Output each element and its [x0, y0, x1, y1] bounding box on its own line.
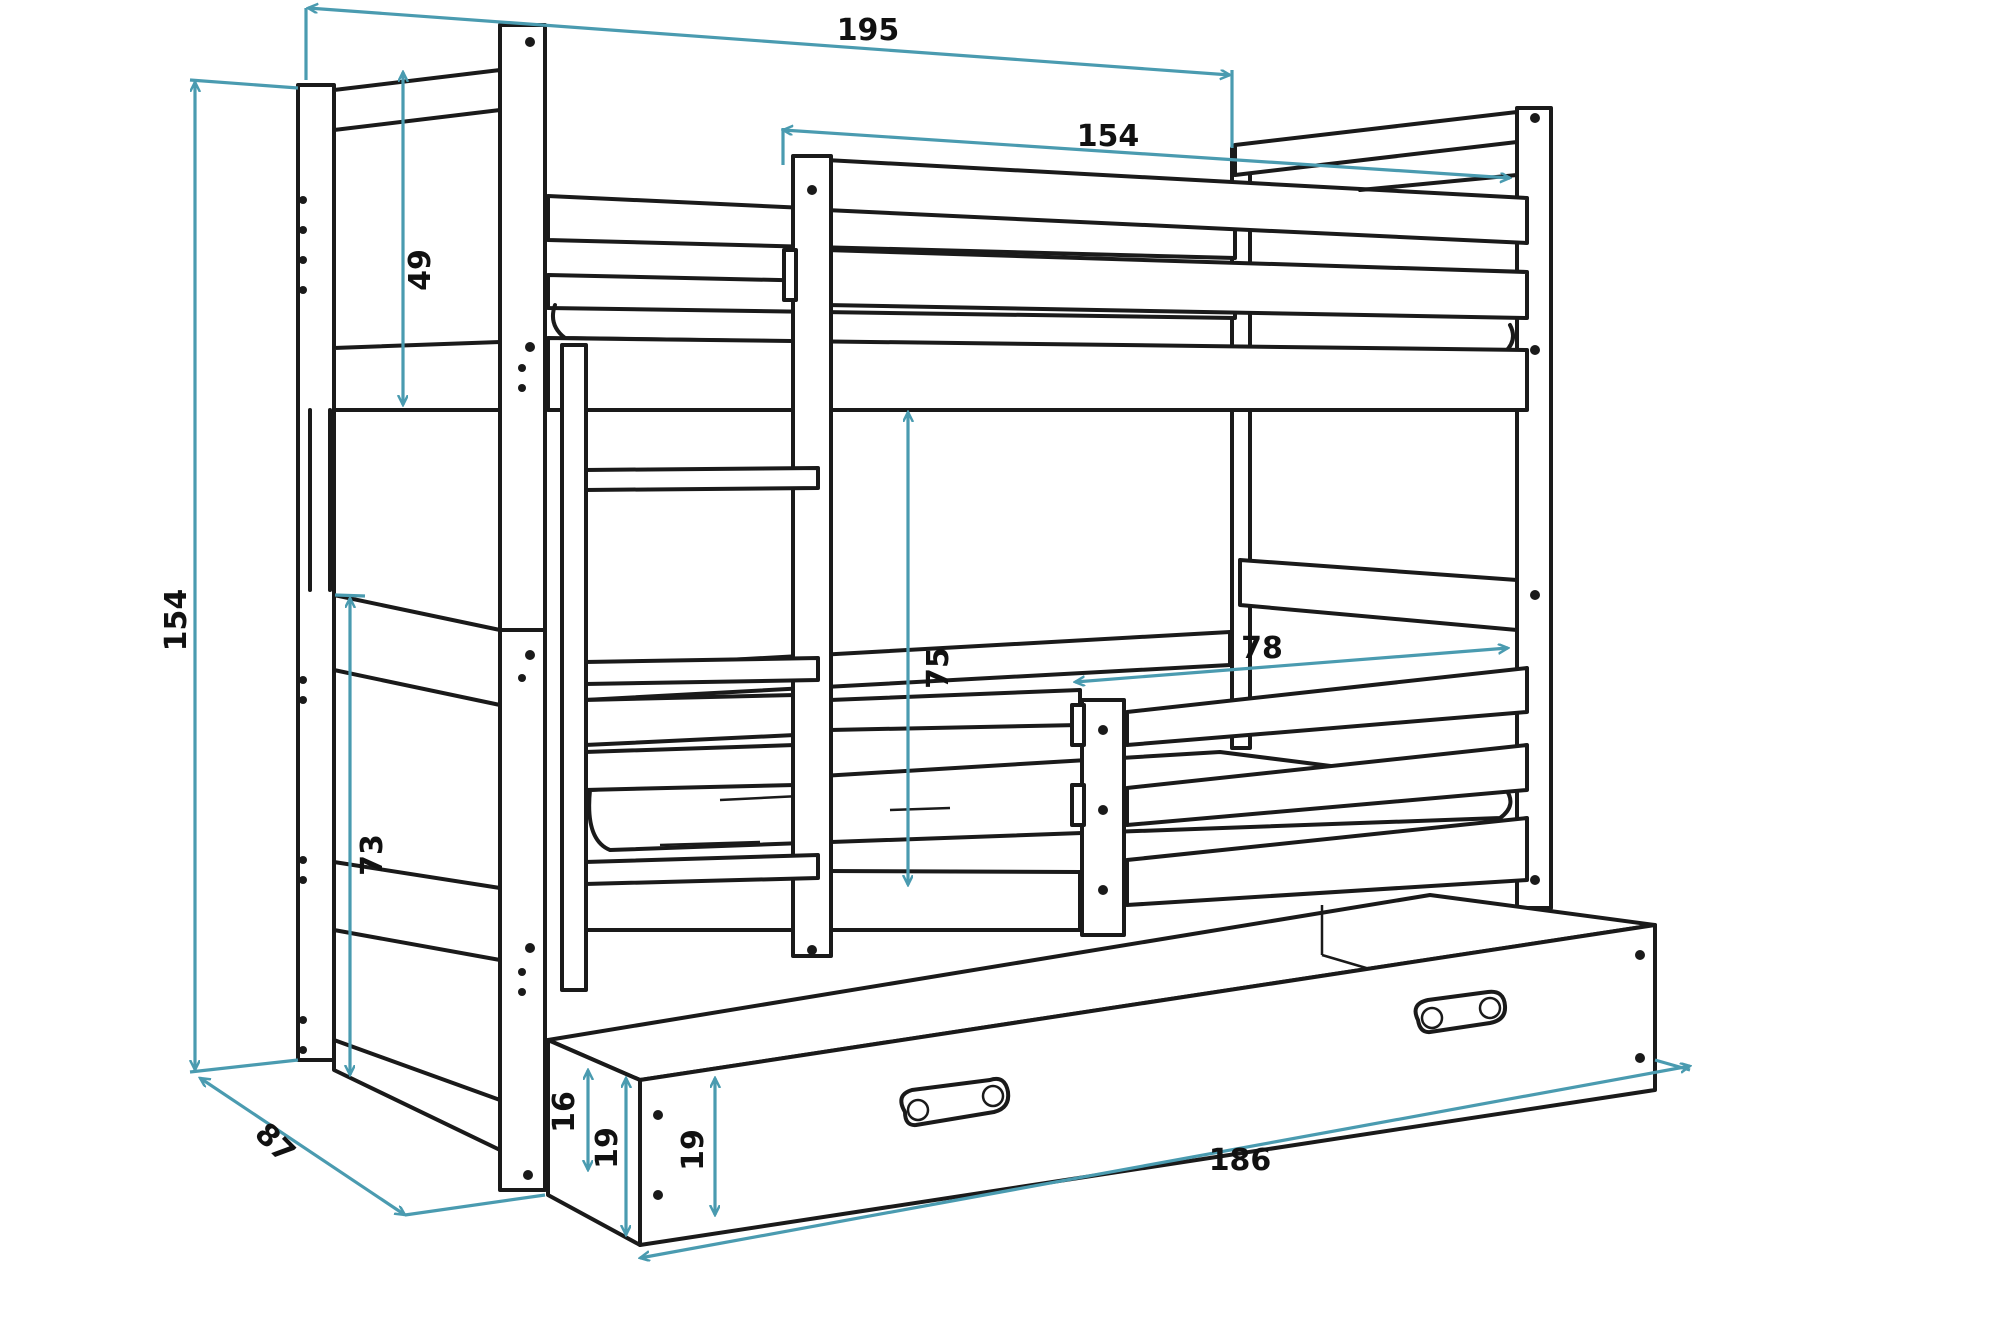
dim-guard-opening: 78 [1241, 631, 1283, 666]
drawer-handle-right [1413, 989, 1508, 1035]
dim-inner-length: 154 [1077, 119, 1140, 154]
lower-guard-rail-1 [1125, 666, 1529, 747]
dim-drawer-height-c: 19 [676, 1129, 711, 1171]
ladder-rung-2 [583, 656, 820, 686]
dim-drawer-height-b: 19 [590, 1127, 625, 1169]
dim-drawer-height-a: 16 [547, 1091, 582, 1133]
lower-guard-rail-3 [1125, 816, 1529, 907]
dim-depth: 87 [248, 1116, 302, 1170]
ladder-inner-post [560, 343, 588, 992]
left-front-post [498, 23, 547, 1192]
guard-post [1080, 698, 1126, 937]
ladder-rung-1 [583, 466, 820, 492]
left-end-upper-rail [332, 340, 502, 412]
left-end-mid-rail [332, 593, 502, 707]
ladder-rung-3 [583, 853, 820, 886]
dimension-lines [190, 8, 1690, 1258]
left-end-top-rail [332, 68, 502, 132]
left-end-frame [296, 23, 547, 1192]
dim-total-height: 154 [159, 589, 194, 652]
ladder [560, 154, 833, 992]
bed-frame [296, 23, 1657, 1247]
lower-guard-rail-2 [1125, 743, 1529, 827]
dim-lower-end-height: 73 [355, 834, 390, 876]
upper-rails [546, 110, 1529, 412]
dim-top-rail-height: 49 [403, 249, 438, 291]
dim-lower-clearance: 75 [921, 647, 956, 689]
dimension-labels: 195 154 154 49 75 73 78 87 186 16 19 19 [159, 13, 1283, 1178]
dim-total-length: 195 [837, 13, 900, 48]
dim-drawer-length: 186 [1209, 1143, 1272, 1178]
upper-front-beam [546, 336, 1529, 412]
ladder-post [791, 154, 833, 958]
